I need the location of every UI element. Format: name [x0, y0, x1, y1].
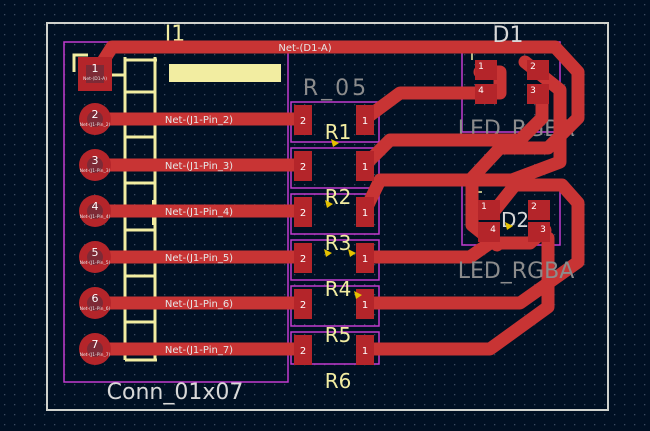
copper-traces[interactable] [88, 40, 585, 356]
svg-text:4: 4 [478, 86, 484, 96]
svg-text:2: 2 [300, 162, 306, 173]
connector-pad-1[interactable]: 1 Net-(D1-A) [78, 57, 112, 91]
trace-r6-to-d2 [358, 231, 555, 356]
led-d1-reference: D1 [493, 23, 524, 48]
svg-text:Net-(J1-Pin_7): Net-(J1-Pin_7) [80, 352, 111, 358]
svg-text:5: 5 [92, 246, 99, 259]
svg-text:Net-(D1-A): Net-(D1-A) [83, 76, 107, 82]
svg-text:3: 3 [530, 86, 536, 96]
resistor-label-r6: R6 [325, 369, 352, 393]
svg-text:1: 1 [362, 208, 368, 219]
trace-r2-to-d1 [358, 85, 549, 172]
resistor-r4[interactable]: 2 1 [294, 243, 374, 273]
resistor-r3[interactable]: 2 1 [294, 197, 374, 227]
connector-pad-5[interactable]: 5 Net-(J1-Pin_5) [79, 241, 111, 273]
svg-text:Net-(J1-Pin_5): Net-(J1-Pin_5) [80, 260, 111, 266]
connector-silk-tab [169, 64, 281, 82]
net-label-pin-5: Net-(J1-Pin_5) [165, 253, 233, 264]
svg-text:1: 1 [478, 62, 484, 72]
svg-text:Net-(J1-Pin_4): Net-(J1-Pin_4) [80, 214, 111, 220]
connector-value: Conn_01x07 [107, 380, 244, 405]
svg-text:2: 2 [300, 208, 306, 219]
led-d2-reference: D2 [501, 208, 529, 232]
svg-text:7: 7 [92, 338, 99, 351]
svg-text:3: 3 [92, 154, 99, 167]
ratsnest-arrow-marks [324, 139, 513, 299]
resistor-label-r5: R5 [325, 323, 352, 347]
trace-r3-to-d2 [358, 55, 567, 218]
svg-text:1: 1 [362, 346, 368, 357]
net-label-pin-2: Net-(J1-Pin_2) [165, 115, 233, 126]
connector-pad-6[interactable]: 6 Net-(J1-Pin_6) [79, 287, 111, 319]
svg-text:6: 6 [92, 292, 99, 305]
trace-net-labels: Net-(D1-A) Net-(J1-Pin_2) Net-(J1-Pin_3)… [165, 43, 332, 356]
connector-pad-3[interactable]: 3 Net-(J1-Pin_3) [79, 149, 111, 181]
svg-text:2: 2 [300, 346, 306, 357]
connector-pads[interactable]: 1 Net-(D1-A) 2 Net-(J1-Pin_2) 3 Net-(J1-… [78, 57, 112, 365]
svg-text:2: 2 [300, 254, 306, 265]
led-d2[interactable]: 1 2 4 3 D2 LED_RGBA [458, 200, 575, 284]
board-edge-outline [46, 22, 609, 411]
svg-text:Net-(J1-Pin_2): Net-(J1-Pin_2) [80, 122, 111, 128]
svg-text:1: 1 [362, 254, 368, 265]
net-label-pin-6: Net-(J1-Pin_6) [165, 299, 233, 310]
svg-text:4: 4 [490, 225, 496, 235]
svg-text:1: 1 [362, 300, 368, 311]
svg-text:3: 3 [540, 225, 546, 235]
resistor-ghost-label: R_05 [303, 76, 369, 101]
svg-text:1: 1 [481, 202, 487, 212]
svg-text:1: 1 [92, 62, 99, 75]
resistor-label-r4: R4 [325, 277, 352, 301]
connector-pad-4[interactable]: 4 Net-(J1-Pin_4) [79, 195, 111, 227]
svg-text:2: 2 [92, 108, 99, 121]
svg-text:2: 2 [300, 300, 306, 311]
svg-text:1: 1 [362, 162, 368, 173]
resistor-r6[interactable]: 2 1 [294, 335, 374, 365]
resistor-label-r3: R3 [325, 231, 352, 255]
svg-text:4: 4 [92, 200, 99, 213]
svg-text:2: 2 [531, 202, 537, 212]
led-d1[interactable]: D1 1 2 4 3 [475, 23, 549, 104]
resistor-label-r1: R1 [325, 120, 352, 144]
svg-text:2: 2 [300, 116, 306, 127]
resistor-r1[interactable]: 2 1 [294, 105, 374, 135]
net-label-pin-4: Net-(J1-Pin_4) [165, 207, 233, 218]
net-label-pin-7: Net-(J1-Pin_7) [165, 345, 233, 356]
svg-text:Net-(J1-Pin_6): Net-(J1-Pin_6) [80, 306, 111, 312]
svg-text:Net-(J1-Pin_3): Net-(J1-Pin_3) [80, 168, 111, 174]
connector-pad-7[interactable]: 7 Net-(J1-Pin_7) [79, 333, 111, 365]
connector-pad-2[interactable]: 2 Net-(J1-Pin_2) [79, 103, 111, 135]
resistor-r5[interactable]: 2 1 [294, 289, 374, 319]
svg-text:1: 1 [362, 116, 368, 127]
svg-text:2: 2 [530, 62, 536, 72]
led-d2-value: LED_RGBA [458, 259, 575, 284]
trace-r5-to-d2 [358, 178, 585, 310]
net-label-pin-3: Net-(J1-Pin_3) [165, 161, 233, 172]
resistor-pads[interactable]: 2 1 2 1 2 1 2 1 2 1 2 1 [294, 105, 374, 365]
net-label-d1-a: Net-(D1-A) [278, 43, 331, 54]
resistor-r2[interactable]: 2 1 [294, 151, 374, 181]
